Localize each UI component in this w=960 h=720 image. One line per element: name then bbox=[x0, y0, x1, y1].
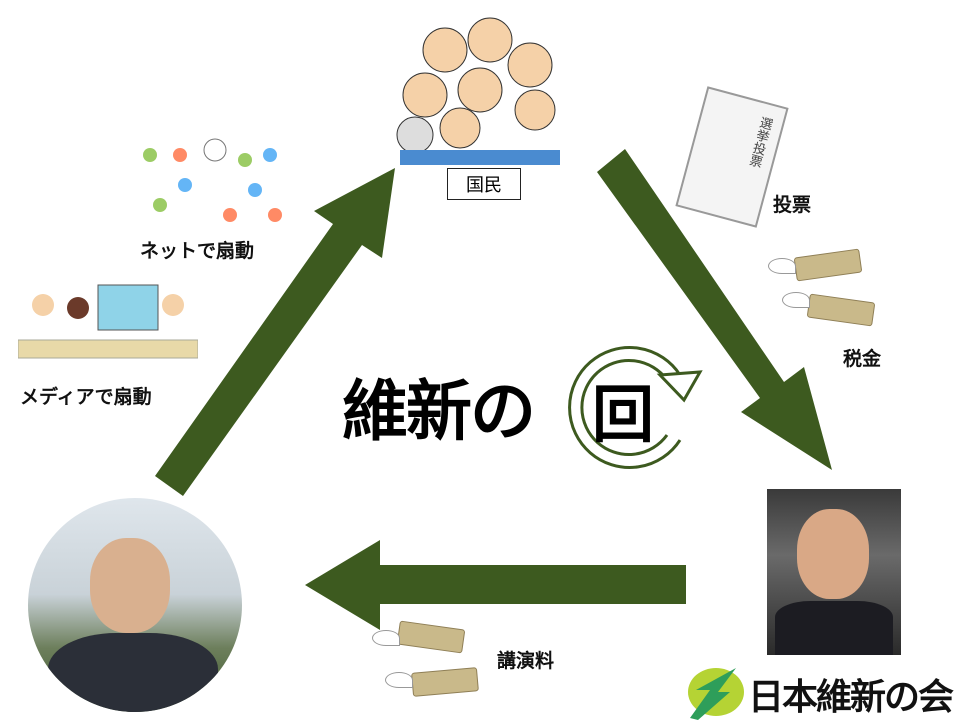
people-illustration bbox=[385, 10, 575, 165]
lecture-fee-label: 講演料 bbox=[497, 650, 555, 672]
ballot-text: 選挙投票 bbox=[745, 114, 774, 169]
leader-photo bbox=[767, 489, 901, 655]
wing-icon bbox=[385, 672, 413, 688]
arrow-left bbox=[305, 540, 686, 630]
founder-photo bbox=[28, 498, 242, 712]
tax-label: 税金 bbox=[843, 348, 882, 370]
diagram-title: 維新の bbox=[342, 373, 536, 450]
circle-char: 回 bbox=[592, 378, 655, 451]
wing-icon bbox=[768, 258, 796, 274]
arrow-up-right bbox=[155, 168, 395, 496]
media-illustration bbox=[17, 280, 199, 362]
cycle-circle-icon bbox=[568, 346, 703, 469]
media-agitation-label: メディアで扇動 bbox=[20, 386, 152, 408]
party-logo: 日本維新の会 bbox=[678, 660, 958, 720]
wing-icon bbox=[782, 292, 810, 308]
arrow-down-right bbox=[597, 149, 832, 470]
vote-label: 投票 bbox=[773, 194, 812, 216]
people-label: 国民 bbox=[447, 168, 521, 200]
party-logo-mark bbox=[688, 668, 744, 720]
net-agitation-label: ネットで扇動 bbox=[140, 240, 255, 262]
network-illustration bbox=[135, 130, 290, 230]
wing-icon bbox=[372, 630, 400, 646]
party-logo-text: 日本維新の会 bbox=[748, 677, 954, 718]
